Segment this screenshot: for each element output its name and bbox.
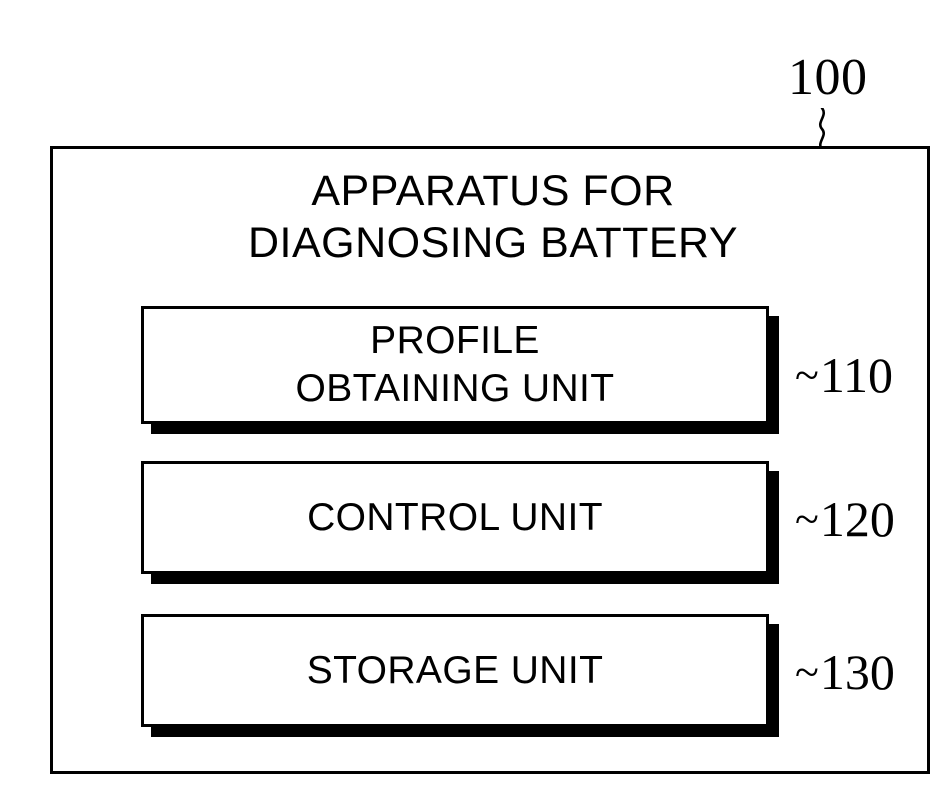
unit-box-profile-obtaining-unit: PROFILE OBTAINING UNIT [141, 306, 769, 424]
unit-reference-numeral-130: ~130 [795, 647, 895, 697]
unit-reference-numeral-120: ~120 [795, 494, 895, 544]
leader-tilde-110-icon: ~ [795, 351, 819, 400]
unit-box-storage-unit: STORAGE UNIT [141, 614, 769, 727]
apparatus-title: APPARATUS FOR DIAGNOSING BATTERY [106, 165, 880, 270]
leader-tilde-130-icon: ~ [795, 648, 819, 697]
unit-label-profile-obtaining-unit: PROFILE OBTAINING UNIT [295, 319, 615, 410]
unit-label-storage-unit: STORAGE UNIT [306, 648, 604, 692]
apparatus-title-line-1: APPARATUS FOR [311, 167, 675, 215]
unit-reference-numeral-110: ~110 [795, 350, 893, 400]
apparatus-outer-box: APPARATUS FOR DIAGNOSING BATTERY PROFILE… [50, 146, 930, 774]
unit-reference-number-110: 110 [819, 347, 893, 403]
unit-label-control-unit: CONTROL UNIT [307, 495, 603, 539]
unit-reference-number-130: 130 [819, 644, 895, 700]
unit-reference-number-120: 120 [819, 491, 895, 547]
leader-line-100-icon [812, 106, 834, 152]
apparatus-title-line-2: DIAGNOSING BATTERY [247, 219, 739, 268]
leader-tilde-120-icon: ~ [795, 495, 819, 544]
figure-reference-numeral: 100 [788, 49, 868, 106]
unit-box-control-unit: CONTROL UNIT [141, 461, 769, 574]
